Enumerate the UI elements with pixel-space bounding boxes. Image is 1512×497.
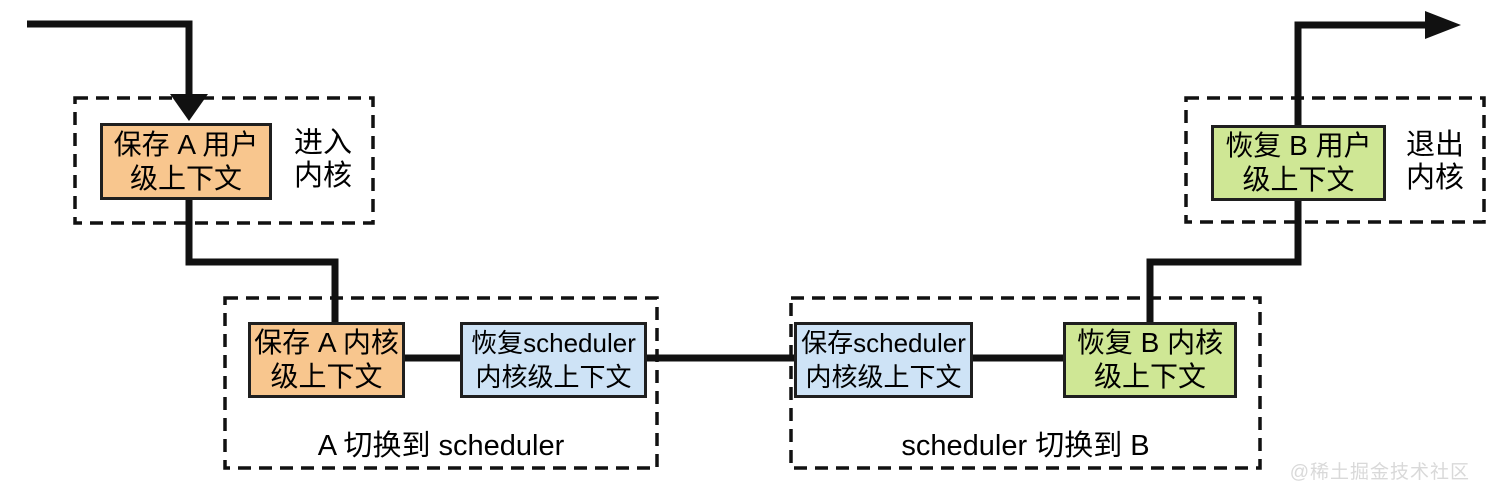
- restore-b-kernel-context-line2: 级上下文: [1093, 361, 1206, 392]
- right-riser-connector-line: [1146, 21, 1427, 326]
- arrowhead-right-icon: [1425, 11, 1461, 39]
- arrowhead-down-icon: [170, 94, 208, 121]
- exit-kernel-label-line1: 退出: [1405, 129, 1464, 161]
- enter-kernel-label-line1: 进入: [293, 127, 352, 159]
- scheduler-to-b-dashed-box: [789, 296, 1262, 470]
- save-scheduler-kernel-context-line1: 保存scheduler: [801, 328, 966, 358]
- save-a-user-context-line1: 保存 A 用户: [113, 128, 259, 160]
- scheduler-to-b-caption: scheduler 切换到 B: [901, 430, 1150, 462]
- restore-b-user-context-line2: 级上下文: [1242, 164, 1355, 195]
- restore-b-kernel-context-box: 恢复 B 内核 级上下文: [1063, 322, 1237, 398]
- watermark: @稀土掘金技术社区: [1289, 462, 1470, 483]
- restore-scheduler-kernel-context-box: 恢复scheduler 内核级上下文: [460, 322, 647, 398]
- save-scheduler-kernel-context-line2: 内核级上下文: [805, 362, 962, 392]
- enter-kernel-label: 进入 内核: [280, 127, 366, 193]
- restore-b-user-context-line1: 恢复 B 用户: [1225, 130, 1372, 161]
- restore-b-user-context-box: 恢复 B 用户 级上下文: [1211, 125, 1386, 201]
- exit-kernel-label: 退出 内核: [1392, 129, 1478, 195]
- save-a-kernel-context-line1: 保存 A 内核: [254, 327, 399, 358]
- exit-kernel-dashed-box: [1184, 96, 1486, 224]
- restore-b-kernel-context-line1: 恢复 B 内核: [1076, 327, 1224, 358]
- a-to-scheduler-caption: A 切换到 scheduler: [317, 430, 565, 462]
- enter-kernel-label-line2: 内核: [293, 160, 352, 192]
- save-a-kernel-context-line2: 级上下文: [270, 361, 383, 392]
- a-to-scheduler-dashed-box: [223, 296, 659, 470]
- save-a-user-context-line2: 级上下文: [129, 162, 242, 194]
- enter-kernel-dashed-box: [73, 96, 375, 225]
- save-scheduler-kernel-context-box: 保存scheduler 内核级上下文: [794, 322, 973, 398]
- restore-scheduler-kernel-context-line1: 恢复scheduler: [471, 328, 636, 358]
- save-a-kernel-context-box: 保存 A 内核 级上下文: [248, 322, 405, 398]
- entry-connector-line: [27, 20, 193, 98]
- save-a-user-context-box: 保存 A 用户 级上下文: [100, 123, 272, 200]
- exit-kernel-label-line2: 内核: [1405, 162, 1464, 194]
- restore-scheduler-kernel-context-line2: 内核级上下文: [475, 362, 632, 392]
